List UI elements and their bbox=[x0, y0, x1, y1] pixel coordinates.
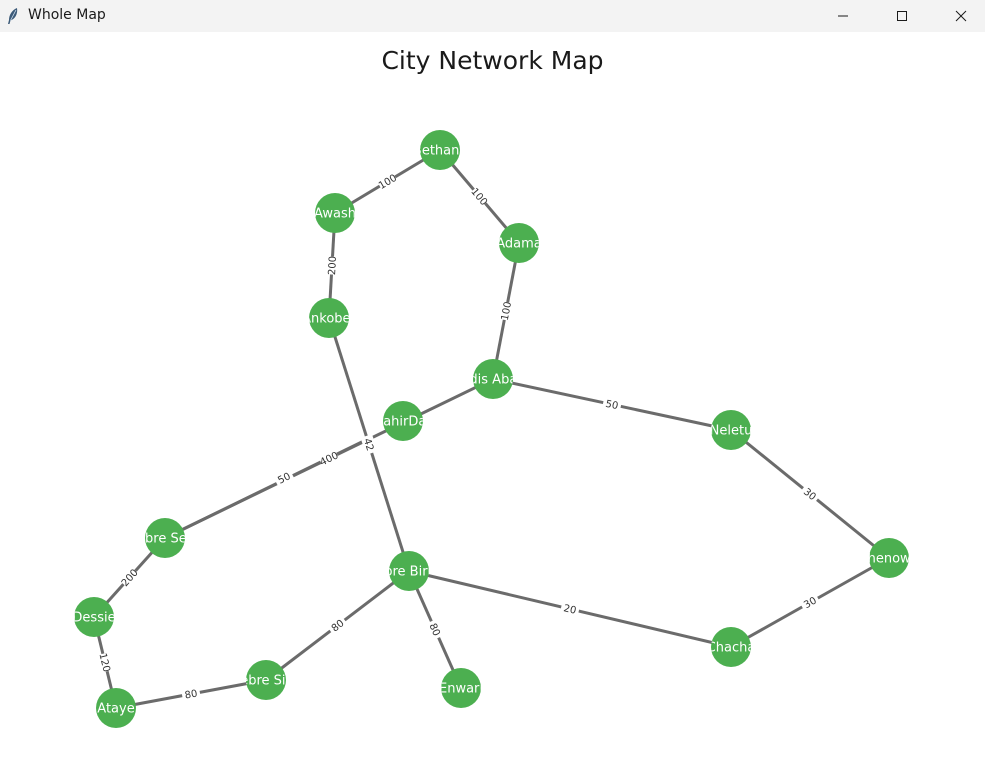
extra-labels-layer: 50 bbox=[273, 468, 295, 488]
edge-label-bg bbox=[799, 592, 821, 613]
map-title: City Network Map bbox=[381, 46, 604, 75]
city-node-circle bbox=[74, 597, 114, 637]
edge-label-bg bbox=[325, 256, 339, 275]
window-title: Whole Map bbox=[28, 7, 106, 23]
city-node-debre_birhan[interactable]: Debre Birhan bbox=[366, 551, 452, 591]
city-node-circle bbox=[711, 410, 751, 450]
edge-weight: 30 bbox=[802, 595, 818, 611]
edge-label-addis-neletu: 50 bbox=[601, 396, 623, 413]
edge-label-awash-ankober: 200 bbox=[325, 256, 339, 276]
edge-label-bg bbox=[559, 601, 581, 617]
edge-label-debre_birhan-enwari: 80 bbox=[425, 618, 445, 641]
edge-label-ataye-debre_sina: 80 bbox=[181, 686, 201, 702]
edge-label-bg bbox=[119, 566, 140, 589]
city-node-label: BahirDar bbox=[374, 415, 432, 430]
edge-weight: 200 bbox=[327, 256, 339, 276]
city-node-circle bbox=[96, 688, 136, 728]
window-titlebar: Whole Map bbox=[0, 0, 985, 32]
city-node-debre_sina[interactable]: Debre Sina bbox=[230, 660, 302, 700]
city-node-awash[interactable]: Awash bbox=[314, 193, 356, 233]
edge-label-bg bbox=[326, 615, 349, 636]
edge-label-bg bbox=[498, 301, 514, 321]
city-node-label: Debre Sena bbox=[127, 532, 203, 547]
edge-weight: 20 bbox=[562, 603, 577, 617]
city-node-label: Addis Ababa bbox=[452, 373, 533, 388]
map-canvas bbox=[0, 32, 985, 772]
close-button[interactable] bbox=[938, 0, 984, 32]
city-node-label: Neletu bbox=[710, 424, 753, 439]
edge-label-bg bbox=[425, 618, 445, 641]
feather-icon bbox=[6, 7, 20, 25]
city-node-label: Debre Birhan bbox=[366, 565, 452, 580]
edge-weight: 100 bbox=[500, 301, 514, 322]
city-node-circle bbox=[420, 130, 460, 170]
city-node-addis[interactable]: Addis Ababa bbox=[452, 359, 533, 399]
city-node-label: Ataye bbox=[97, 702, 134, 717]
city-node-ataye[interactable]: Ataye bbox=[96, 688, 136, 728]
city-node-label: Bethany bbox=[413, 144, 467, 159]
city-node-circle bbox=[473, 359, 513, 399]
city-node-label: Awash bbox=[314, 207, 356, 222]
edge-label-bg bbox=[601, 396, 623, 413]
minimize-button[interactable] bbox=[820, 0, 866, 32]
city-node-circle bbox=[499, 223, 539, 263]
city-node-dessie[interactable]: Dessie bbox=[72, 597, 115, 637]
city-node-circle bbox=[383, 401, 423, 441]
city-node-label: Dessie bbox=[72, 611, 115, 626]
edge-label-bg bbox=[318, 449, 340, 468]
edge-label-addis-debre_sena: 400 bbox=[318, 449, 340, 469]
city-node-shenowa[interactable]: Shenowa bbox=[859, 538, 918, 578]
edge-label-bg bbox=[273, 468, 295, 488]
edge-weight: 80 bbox=[184, 688, 199, 701]
edge-weight: 120 bbox=[96, 652, 111, 673]
edge-label-adama-addis: 100 bbox=[498, 301, 514, 322]
edge-label-bg bbox=[469, 185, 490, 208]
city-node-circle bbox=[315, 193, 355, 233]
city-node-circle bbox=[389, 551, 429, 591]
edge-label-bg bbox=[360, 434, 378, 455]
city-node-label: Shenowa bbox=[859, 552, 918, 567]
edge-weight: 50 bbox=[604, 399, 619, 412]
city-node-label: Ankober bbox=[302, 312, 356, 327]
edge-label-debre_birhan-chacha: 20 bbox=[559, 601, 581, 617]
minimize-icon bbox=[838, 15, 848, 17]
city-node-bethany[interactable]: Bethany bbox=[413, 130, 467, 170]
edge-label-shenowa-chacha: 30 bbox=[799, 592, 821, 613]
edges-layer bbox=[92, 148, 890, 710]
city-node-neletu[interactable]: Neletu bbox=[710, 410, 753, 450]
edge-weight: 42 bbox=[361, 437, 375, 452]
edge-label-ankober-debre_birhan: 42 bbox=[360, 434, 378, 455]
edge-label-bg bbox=[799, 483, 821, 505]
maximize-icon bbox=[897, 11, 907, 21]
city-node-label: Debre Sina bbox=[230, 674, 302, 689]
city-node-circle bbox=[869, 538, 909, 578]
edge-label-bg bbox=[97, 652, 113, 673]
extra-edge-label: 50 bbox=[273, 468, 295, 488]
city-node-circle bbox=[145, 518, 185, 558]
city-node-bahirdar[interactable]: BahirDar bbox=[374, 401, 432, 441]
maximize-button[interactable] bbox=[879, 0, 925, 32]
city-node-circle bbox=[711, 627, 751, 667]
city-node-debre_sena[interactable]: Debre Sena bbox=[127, 518, 203, 558]
city-node-adama[interactable]: Adama bbox=[496, 223, 542, 263]
edge-label-awash-bethany: 100 bbox=[376, 171, 399, 192]
city-node-circle bbox=[246, 660, 286, 700]
edge-weight: 50 bbox=[276, 471, 292, 487]
close-icon bbox=[955, 10, 967, 22]
city-node-circle bbox=[441, 668, 481, 708]
city-node-label: Chacha bbox=[707, 641, 756, 656]
edge-label-bg bbox=[181, 686, 201, 702]
edge-weight: 80 bbox=[426, 622, 441, 638]
city-node-circle bbox=[309, 298, 349, 338]
city-node-label: Enwari bbox=[439, 682, 483, 697]
city-node-enwari[interactable]: Enwari bbox=[439, 668, 483, 708]
edge-label-bg bbox=[376, 171, 399, 192]
edge-label-dessie-ataye: 120 bbox=[96, 652, 113, 673]
city-node-ankober[interactable]: Ankober bbox=[302, 298, 356, 338]
city-node-chacha[interactable]: Chacha bbox=[707, 627, 756, 667]
city-node-label: Adama bbox=[496, 237, 542, 252]
